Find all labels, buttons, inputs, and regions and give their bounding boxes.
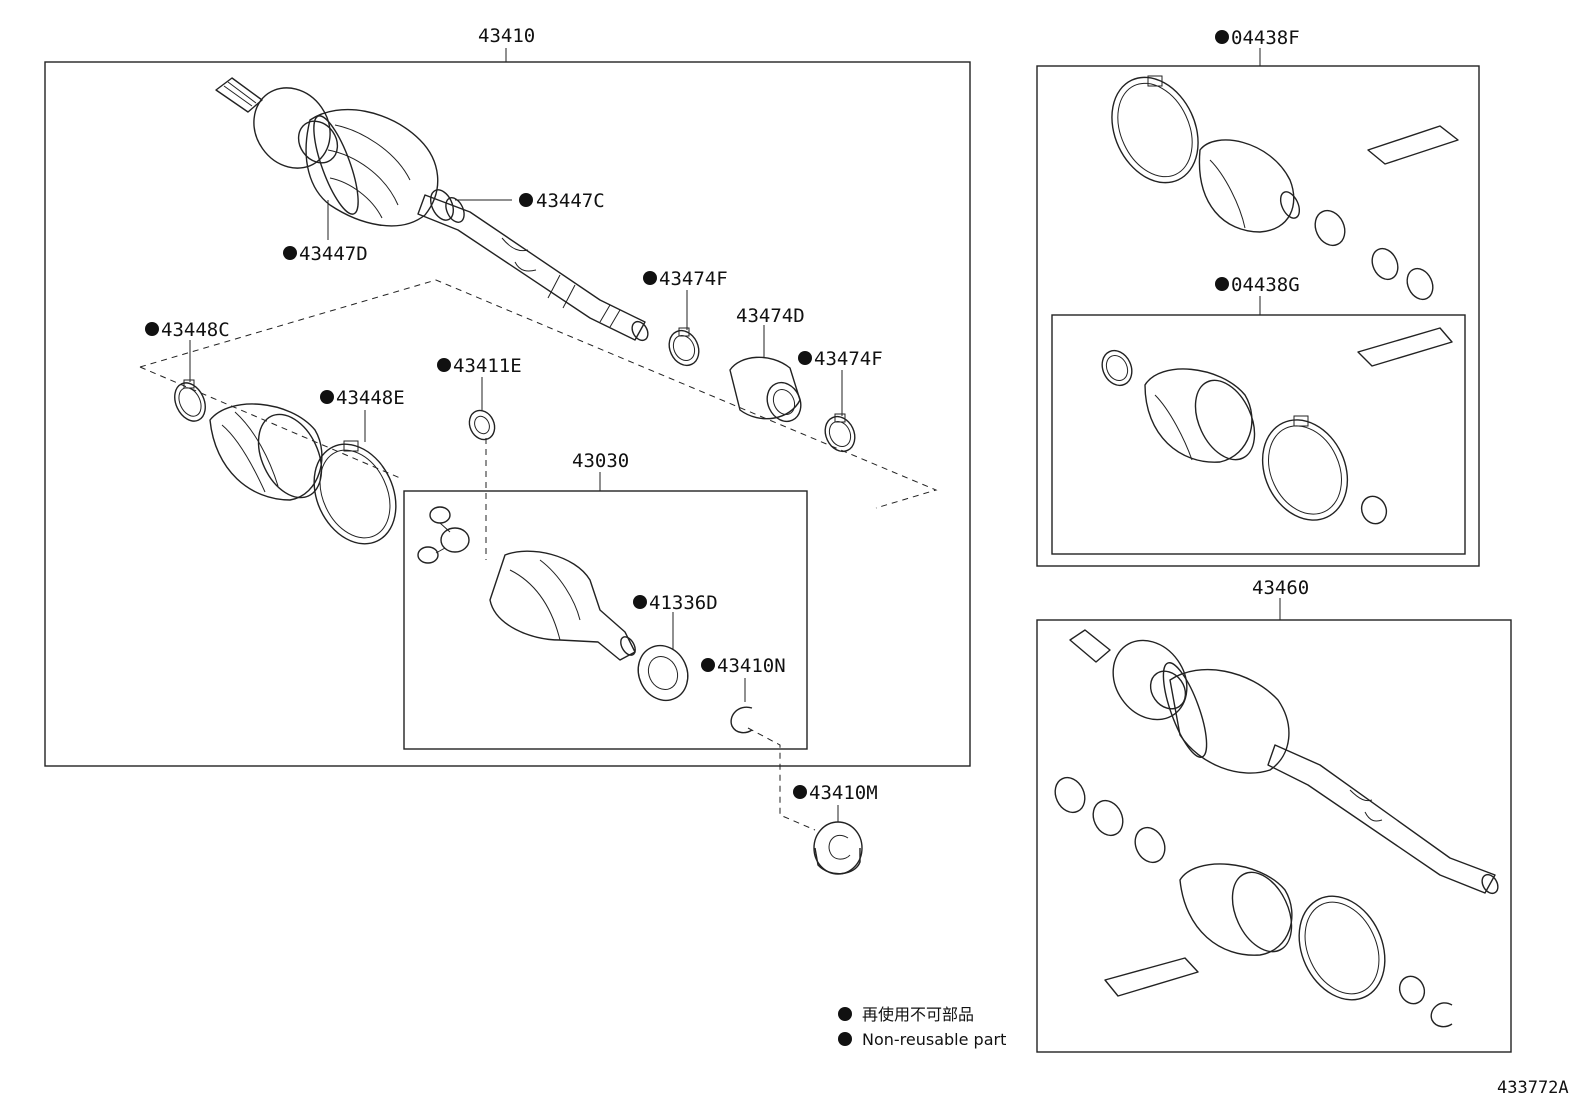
label-43447C: 43447C [536,190,605,212]
legend-dot-1 [838,1007,852,1021]
label-04438F: 04438F [1231,27,1300,49]
label-43474F-lower: 43474F [814,348,883,370]
boot-kit-outline [139,279,938,509]
label-43448C: 43448C [161,319,230,341]
dust-cover-43410M [813,821,863,875]
label-43410M: 43410M [809,782,878,804]
band-43448E [313,440,397,545]
inboard-joint-housing [489,550,636,661]
illustration-code: 433772A [1497,1078,1569,1098]
kit-04438G-parts [1101,327,1453,525]
label-43447D: 43447D [299,243,368,265]
legend-dot-2 [838,1032,852,1046]
label-43410: 43410 [478,25,535,47]
clamp-43474F-lower [824,413,856,453]
group-frame-43460 [1036,619,1512,1053]
group-frame-04438F [1036,65,1480,567]
label-43474D: 43474D [736,305,805,327]
legend: 再使用不可部品 Non-reusable part [838,1005,1006,1049]
drive-shaft-assembly-43410 [215,77,649,342]
snap-ring-43411E [468,409,496,441]
label-41336D: 41336D [649,592,718,614]
seal-41336D [637,644,689,702]
inner-boot [209,403,323,501]
label-43030: 43030 [572,450,629,472]
legend-text-japanese: 再使用不可部品 [862,1005,974,1024]
boot-kit-outline-left [139,366,401,479]
group-frame-43030 [403,490,808,750]
group-frame-43410 [44,61,971,767]
label-43410N: 43410N [717,655,786,677]
label-43474F-upper: 43474F [659,268,728,290]
kit-04438F-parts [1111,75,1459,301]
legend-text-english: Non-reusable part [862,1030,1006,1049]
group-frame-04438G [1051,314,1466,555]
damper-43474D [729,356,802,423]
label-04438G: 04438G [1231,274,1300,296]
clamp-43448C [174,379,206,422]
outline-43410M [747,727,816,831]
label-43460: 43460 [1252,577,1309,599]
drive-shaft-assembly-43460 [1054,629,1499,1028]
tripod-joint [417,506,470,564]
label-43448E: 43448E [336,387,405,409]
clamp-43474F-upper [668,327,700,367]
snap-ring-43410N [730,706,753,734]
label-43411E: 43411E [453,355,522,377]
